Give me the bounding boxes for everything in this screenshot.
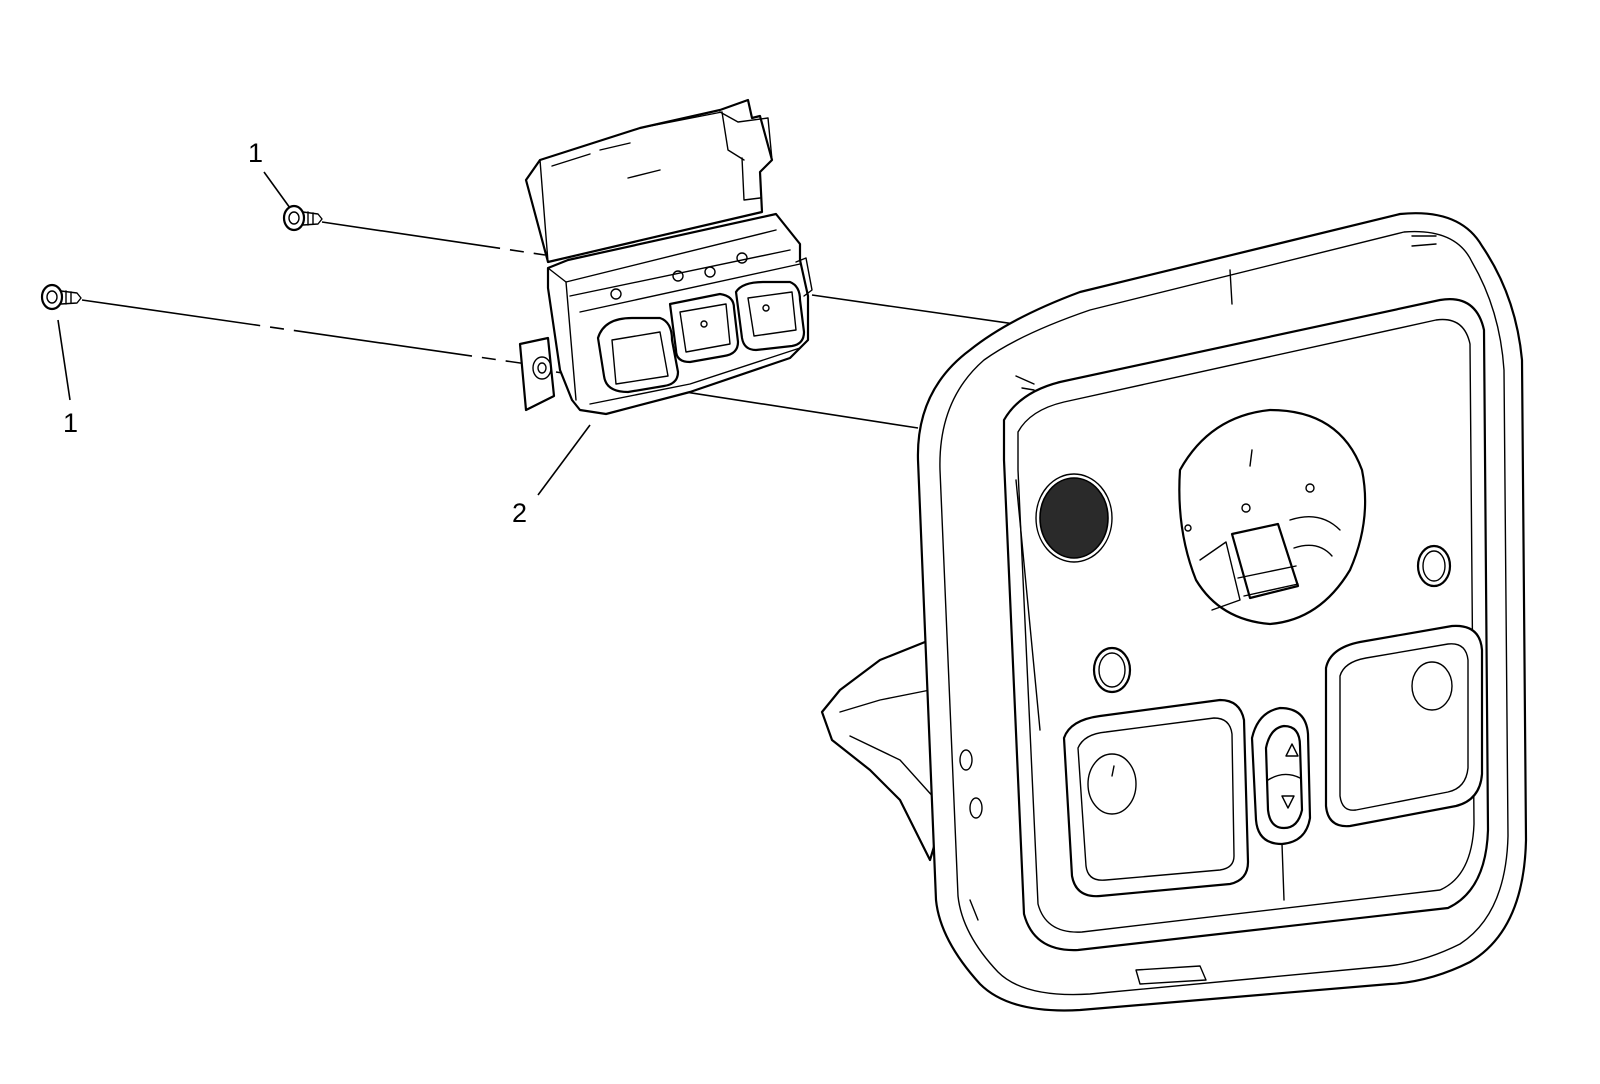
callout-label-fastener-upper: 1	[248, 138, 263, 168]
down-arrow-icon	[1281, 795, 1295, 809]
leader-line-module	[537, 424, 591, 496]
alignment-line-upper-fastener	[321, 221, 546, 256]
speaker-grille	[1039, 477, 1109, 559]
alignment-line-module-upper	[811, 294, 1023, 326]
alignment-line-lower-fastener	[81, 299, 549, 368]
leader-lines	[57, 171, 591, 496]
switch-module	[518, 98, 813, 416]
callout-label-fastener-lower: 1	[63, 408, 78, 438]
leader-line-upper-fastener	[263, 171, 291, 209]
callout-label-module: 2	[512, 498, 527, 528]
up-arrow-icon	[1285, 743, 1299, 757]
fastener-lower	[40, 283, 82, 311]
overhead-console	[820, 212, 1528, 1012]
fastener-upper	[282, 204, 323, 232]
leader-line-lower-fastener	[57, 319, 71, 401]
